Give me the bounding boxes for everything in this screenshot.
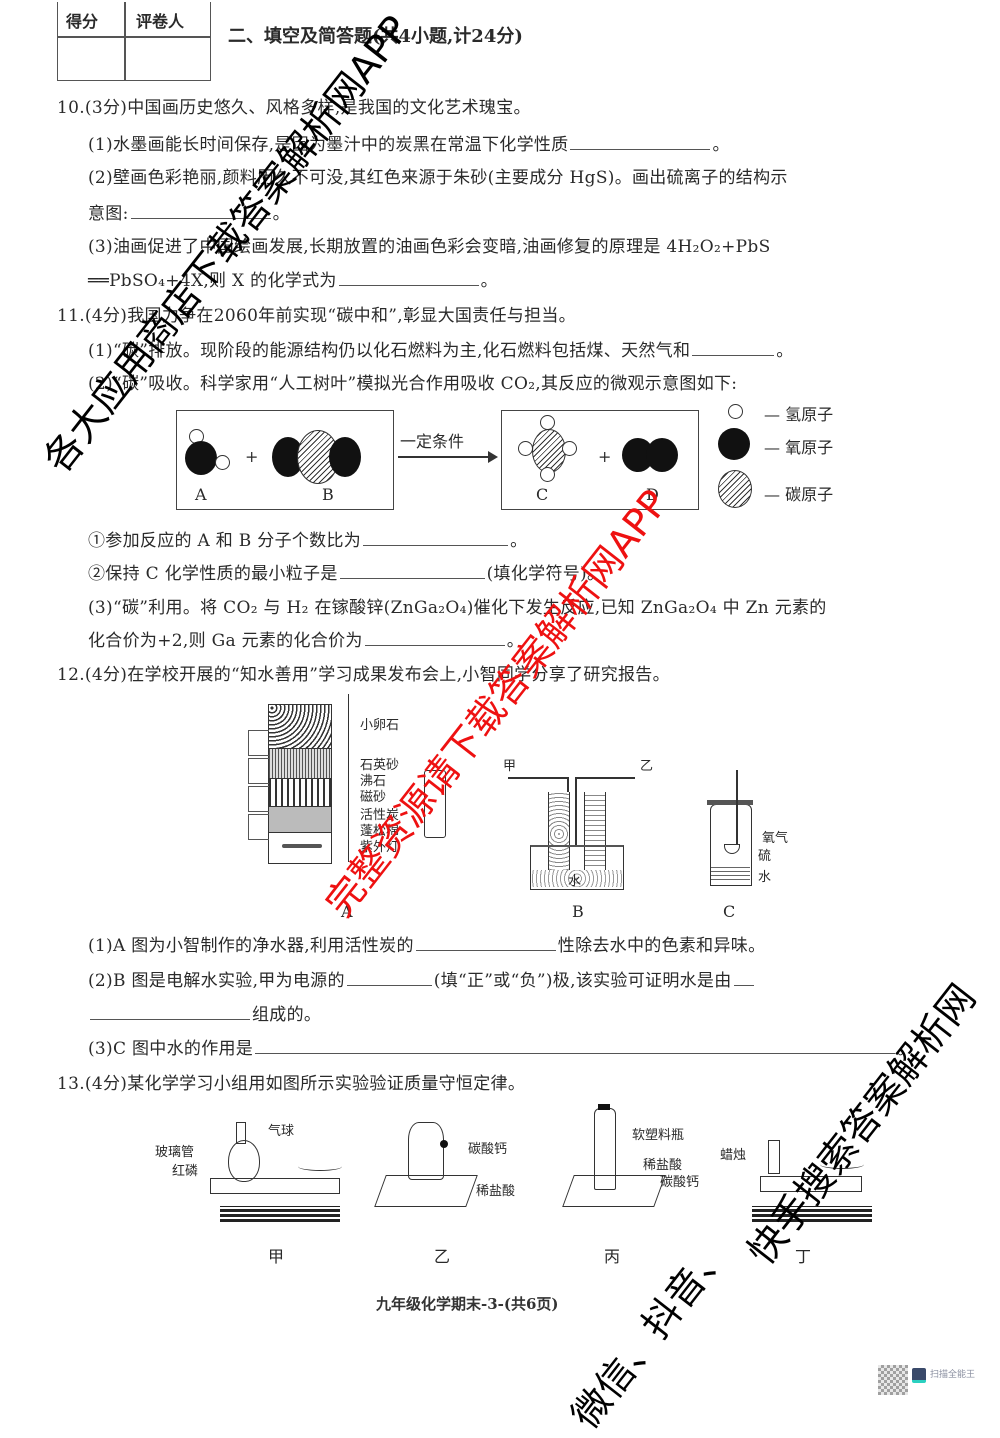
answer-blank[interactable] [338, 269, 479, 286]
condition-label: 一定条件 [400, 432, 465, 451]
answer-blank[interactable] [364, 629, 505, 646]
watermark-kuaishou: 快手搜索答案解析网 [739, 976, 985, 1273]
q10-p2b: 意图:。 [88, 202, 290, 224]
q11-stem: 11.(4分)我国力争在2060年前实现“碳中和”,彰显大国责任与担当。 [57, 306, 576, 326]
q10-stem: 10.(3分)中国画历史悠久、风格多样,是我国的文化艺术瑰宝。 [57, 98, 531, 118]
scanner-badge: 扫描全能王 [930, 1370, 976, 1380]
q10-p3a: (3)油画促进了中国绘画发展,长期放置的油画色彩会变暗,油画修复的原理是 4H₂… [88, 237, 771, 257]
score-table: 得分 评卷人 [57, 2, 211, 81]
q10-p3b: ══PbSO₄+4X,则 X 的化学式为。 [88, 269, 498, 291]
answer-blank[interactable] [415, 934, 556, 951]
score-header: 得分 [66, 12, 99, 31]
q12-p2: (2)B 图是电解水实验,甲为电源的(填“正”或“负”)极,该实验可证明水是由 [88, 966, 756, 991]
q10-p2a: (2)壁画色彩艳丽,颜料历久不可没,其红色来源于朱砂(主要成分 HgS)。画出硫… [88, 168, 788, 188]
q10-p1: (1)水墨画能长时间保存,是因为墨汁中的炭黑在常温下化学性质。 [88, 133, 730, 155]
q11-p2: (2)“碳”吸收。科学家用“人工树叶”模拟光合作用吸收 CO₂,其反应的微观示意… [88, 374, 738, 394]
answer-blank[interactable] [255, 1037, 896, 1054]
answer-blank[interactable] [692, 339, 775, 356]
answer-blank[interactable] [570, 133, 711, 150]
answer-blank[interactable] [363, 529, 509, 546]
grader-header: 评卷人 [136, 12, 185, 31]
arrow-head-icon [488, 451, 498, 463]
q12-p1: (1)A 图为小智制作的净水器,利用活性炭的性除去水中的色素和异味。 [88, 934, 766, 956]
q12-stem: 12.(4分)在学校开展的“知水善用”学习成果发布会上,小智同学分享了研究报告。 [57, 665, 670, 685]
products-box: C + D [501, 410, 699, 510]
reactants-box: A + B [176, 410, 394, 510]
q13-stem: 13.(4分)某化学学习小组用如图所示实验验证质量守恒定律。 [57, 1074, 526, 1094]
watermark-wechat-douyin: 微信、抖音、 [563, 1229, 739, 1437]
q11-sub1: ①参加反应的 A 和 B 分子个数比为。 [88, 529, 528, 551]
qr-code-icon [878, 1365, 908, 1395]
answer-blank[interactable] [733, 969, 754, 986]
q11-p1: (1)“碳”排放。现阶段的能源结构仍以化石燃料为主,化石燃料包括煤、天然气和。 [88, 339, 794, 361]
arrow [398, 456, 490, 458]
page-footer: 九年级化学期末-3-(共6页) [376, 1295, 559, 1313]
scanner-logo-icon [912, 1368, 926, 1383]
answer-blank[interactable] [339, 562, 485, 579]
q11-sub2: ②保持 C 化学性质的最小粒子是(填化学符号)。 [88, 562, 605, 584]
answer-blank[interactable] [130, 202, 271, 219]
q11-p3b: 化合价为+2,则 Ga 元素的化合价为。 [88, 629, 524, 651]
q11-p3a: (3)“碳”利用。将 CO₂ 与 H₂ 在镓酸锌(ZnGa₂O₄)催化下发生反应… [88, 598, 827, 618]
q12-p2c: 组成的。 [88, 1000, 321, 1025]
answer-blank[interactable] [90, 1003, 250, 1020]
answer-blank[interactable] [346, 969, 432, 986]
q12-p3: (3)C 图中水的作用是。 [88, 1037, 915, 1059]
section-title: 二、填空及简答题(共4小题,计24分) [228, 26, 523, 47]
